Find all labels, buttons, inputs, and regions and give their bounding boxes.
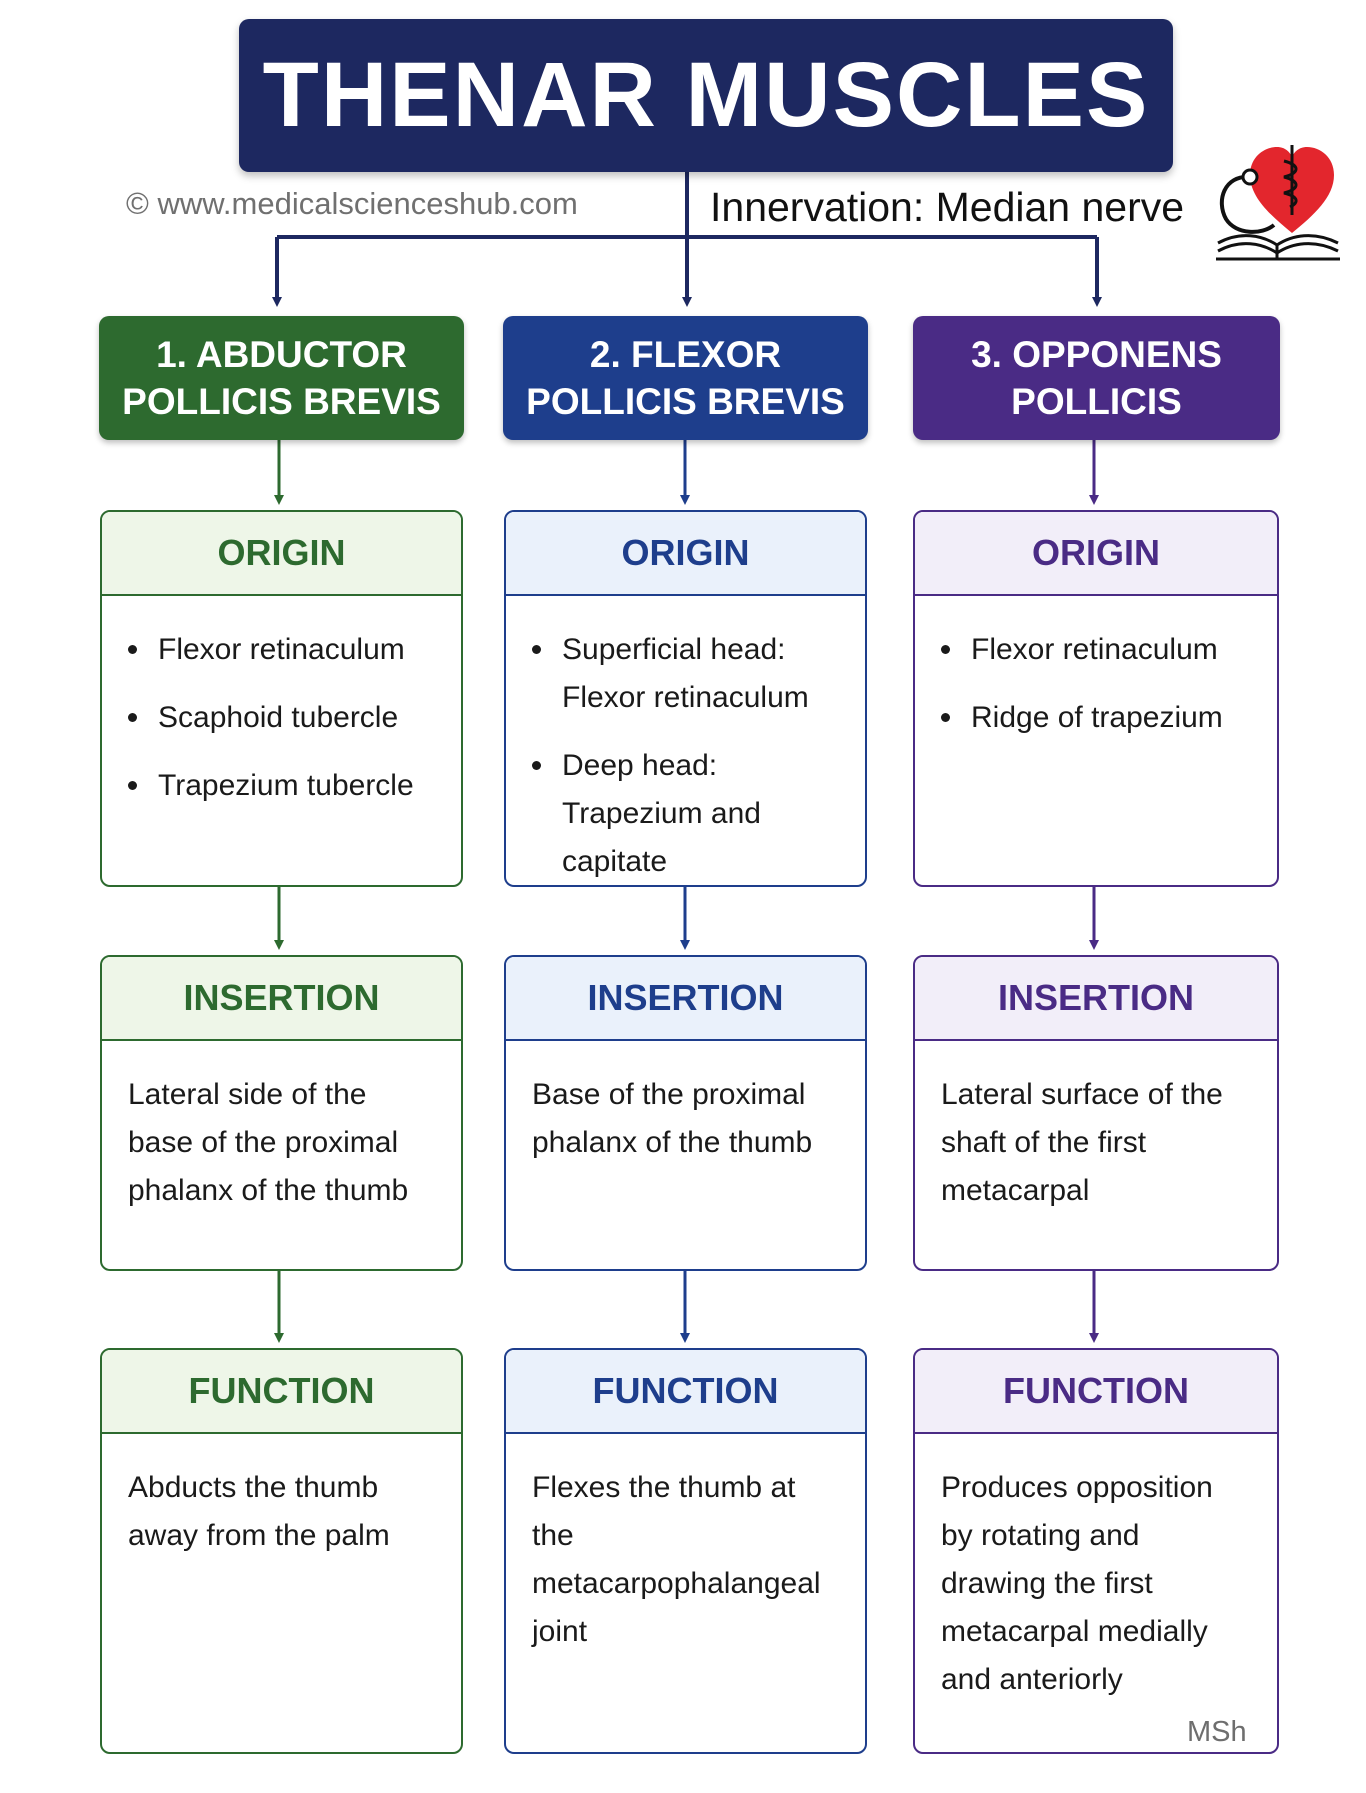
origin-card: ORIGIN Flexor retinaculum Ridge of trape… — [913, 510, 1279, 887]
insertion-text: Lateral side of the base of the proximal… — [128, 1078, 409, 1207]
insertion-heading: INSERTION — [102, 957, 461, 1041]
list-item: Scaphoid tubercle — [128, 694, 435, 742]
muscle-abductor-pollicis-brevis: 1. ABDUCTOR POLLICIS BREVIS — [99, 316, 464, 440]
muscle-name: 2. FLEXOR POLLICIS BREVIS — [526, 334, 845, 422]
insertion-text: Lateral surface of the shaft of the firs… — [941, 1078, 1223, 1207]
muscle-name: 1. ABDUCTOR POLLICIS BREVIS — [122, 334, 441, 422]
innervation-label: Innervation: Median nerve — [710, 184, 1185, 230]
function-card: FUNCTION Flexes the thumb at the metacar… — [504, 1348, 867, 1754]
list-item: Flexor retinaculum — [128, 626, 435, 674]
insertion-text: Base of the proximal phalanx of the thum… — [532, 1078, 813, 1159]
muscle-flexor-pollicis-brevis: 2. FLEXOR POLLICIS BREVIS — [503, 316, 868, 440]
copyright-text: © www.medicalscienceshub.com — [126, 186, 578, 221]
list-item: Trapezium tubercle — [128, 762, 435, 810]
list-item: Superficial head: Flexor retinaculum — [532, 626, 839, 722]
origin-heading: ORIGIN — [506, 512, 865, 596]
insertion-heading: INSERTION — [506, 957, 865, 1041]
function-card: FUNCTION Produces opposition by rotating… — [913, 1348, 1279, 1754]
heart-stethoscope-book-logo — [1216, 145, 1340, 261]
insertion-card: INSERTION Lateral surface of the shaft o… — [913, 955, 1279, 1271]
muscle-opponens-pollicis: 3. OPPONENS POLLICIS — [913, 316, 1280, 440]
function-text: Abducts the thumb away from the palm — [128, 1471, 390, 1552]
insertion-card: INSERTION Lateral side of the base of th… — [100, 955, 463, 1271]
function-heading: FUNCTION — [915, 1350, 1277, 1434]
insertion-heading: INSERTION — [915, 957, 1277, 1041]
signature-text: MSh — [1187, 1716, 1247, 1748]
function-heading: FUNCTION — [102, 1350, 461, 1434]
origin-heading: ORIGIN — [102, 512, 461, 596]
page-title: THENAR MUSCLES — [262, 44, 1150, 146]
origin-card: ORIGIN Superficial head: Flexor retinacu… — [504, 510, 867, 887]
list-item: Flexor retinaculum — [941, 626, 1251, 674]
origin-card: ORIGIN Flexor retinaculum Scaphoid tuber… — [100, 510, 463, 887]
list-item: Ridge of trapezium — [941, 694, 1251, 742]
function-text: Flexes the thumb at the metacarpophalang… — [532, 1471, 821, 1648]
list-item: Deep head: Trapezium and capitate — [532, 742, 839, 885]
function-card: FUNCTION Abducts the thumb away from the… — [100, 1348, 463, 1754]
origin-heading: ORIGIN — [915, 512, 1277, 596]
title-banner: THENAR MUSCLES — [239, 19, 1173, 172]
function-heading: FUNCTION — [506, 1350, 865, 1434]
function-text: Produces opposition by rotating and draw… — [941, 1471, 1213, 1696]
insertion-card: INSERTION Base of the proximal phalanx o… — [504, 955, 867, 1271]
muscle-name: 3. OPPONENS POLLICIS — [971, 334, 1222, 422]
